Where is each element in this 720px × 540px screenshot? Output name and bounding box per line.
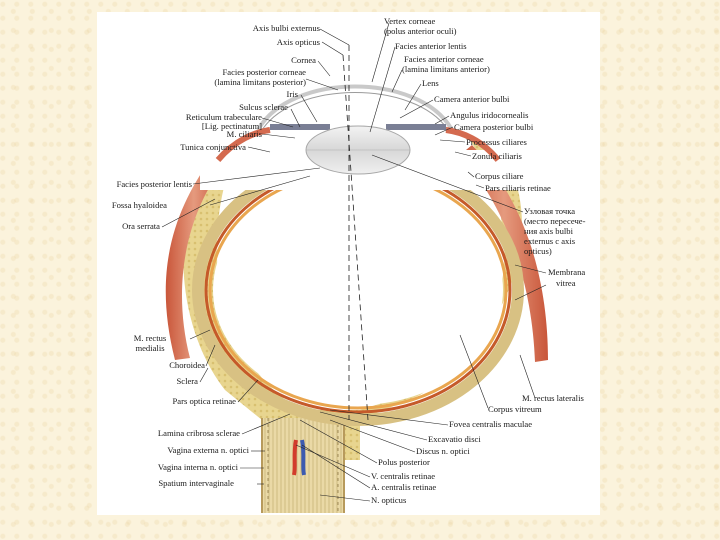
label-spatium-intervaginale: Spatium intervaginale (158, 478, 234, 488)
label-corpus-vitreum: Corpus vitreum (488, 404, 542, 414)
label-m-rectus-medialis: M. rectus (134, 333, 167, 343)
label-fovea-centralis: Fovea centralis maculae (449, 419, 532, 429)
labels-right: Vertex corneae (polus anterior oculi) Fa… (371, 16, 586, 505)
label-facies-posterior-lentis: Facies posterior lentis (117, 179, 193, 189)
label-m-rectus-lateralis: M. rectus lateralis (522, 393, 584, 403)
label-m-rectus-medialis-sub: medialis (135, 343, 165, 353)
label-ora-serrata: Ora serrata (122, 221, 160, 231)
label-lens: Lens (422, 78, 439, 88)
label-facies-posterior-corneae: Facies posterior corneae (222, 67, 306, 77)
optic-nerve-shape (261, 418, 345, 513)
label-tunica-conjunctiva: Tunica conjunctiva (180, 142, 246, 152)
leader-lines (161, 22, 547, 502)
label-cornea: Cornea (291, 55, 316, 65)
label-iris: Iris (287, 89, 299, 99)
label-axis-bulbi-externus: Axis bulbi externus (253, 23, 321, 33)
label-lamina-cribrosa-sclerae: Lamina cribrosa sclerae (158, 428, 240, 438)
label-fossa-hyaloidea: Fossa hyaloidea (112, 200, 167, 210)
label-polus-posterior: Polus posterior (378, 457, 430, 467)
label-camera-anterior-bulbi: Camera anterior bulbi (434, 94, 510, 104)
label-angulus-iridocornealis: Angulus iridocornealis (450, 110, 529, 120)
label-processus-ciliares: Processus ciliares (466, 137, 528, 147)
anterior-segment (215, 84, 501, 175)
label-facies-posterior-corneae-sub: (lamina limitans posterior) (214, 77, 306, 87)
axis-opticus-line (342, 54, 369, 421)
label-vertex-corneae: Vertex corneae (384, 16, 435, 26)
label-pars-ciliaris-retinae: Pars ciliaris retinae (485, 183, 551, 193)
label-camera-posterior-bulbi: Camera posterior bulbi (454, 122, 534, 132)
cornea-shape (256, 84, 454, 131)
labels-left: Axis bulbi externus Axis opticus Cornea … (112, 23, 321, 488)
label-vagina-externa: Vagina externa n. optici (167, 445, 249, 455)
label-a-centralis-retinae: A. centralis retinae (371, 482, 436, 492)
label-vertex-corneae-sub: (polus anterior oculi) (384, 26, 457, 36)
label-sulcus-sclerae: Sulcus sclerae (239, 102, 288, 112)
label-discus-n-optici: Discus n. optici (416, 446, 470, 456)
label-facies-anterior-lentis: Facies anterior lentis (395, 41, 467, 51)
label-membrana-vitrea: Membrana (548, 267, 585, 277)
label-m-ciliaris: M. ciliaris (227, 129, 263, 139)
label-choroidea: Choroidea (169, 360, 205, 370)
label-excavatio-disci: Excavatio disci (428, 434, 481, 444)
label-facies-anterior-corneae: Facies anterior corneae (404, 54, 484, 64)
label-membrana-vitrea-sub: vitrea (556, 278, 576, 288)
label-corpus-ciliare: Corpus ciliare (475, 171, 524, 181)
label-nodal-point-line4: externus с axis (524, 236, 576, 246)
label-nodal-point-line5: opticus) (524, 246, 552, 256)
label-sclera: Sclera (177, 376, 199, 386)
label-v-centralis-retinae: V. centralis retinae (371, 471, 435, 481)
label-axis-opticus: Axis opticus (277, 37, 321, 47)
label-reticulum-trabeculare: Reticulum trabeculare (186, 112, 262, 122)
label-pars-optica-retinae: Pars optica retinae (173, 396, 237, 406)
label-facies-anterior-corneae-sub: (lamina limitans anterior) (402, 64, 490, 74)
label-zonula-ciliaris: Zonula ciliaris (472, 151, 523, 161)
m-rectus-medialis-shape (165, 160, 222, 360)
label-nodal-point-line2: (место пересече- (524, 216, 586, 226)
label-lig-pectinatum: [Lig. pectinatum] (202, 121, 262, 131)
optical-axes (342, 45, 369, 421)
label-nodal-point: Узловая точка (524, 206, 575, 216)
label-n-opticus: N. opticus (371, 495, 407, 505)
label-vagina-interna: Vagina interna n. optici (158, 462, 239, 472)
label-nodal-point-line3: ния axis bulbi (524, 226, 574, 236)
